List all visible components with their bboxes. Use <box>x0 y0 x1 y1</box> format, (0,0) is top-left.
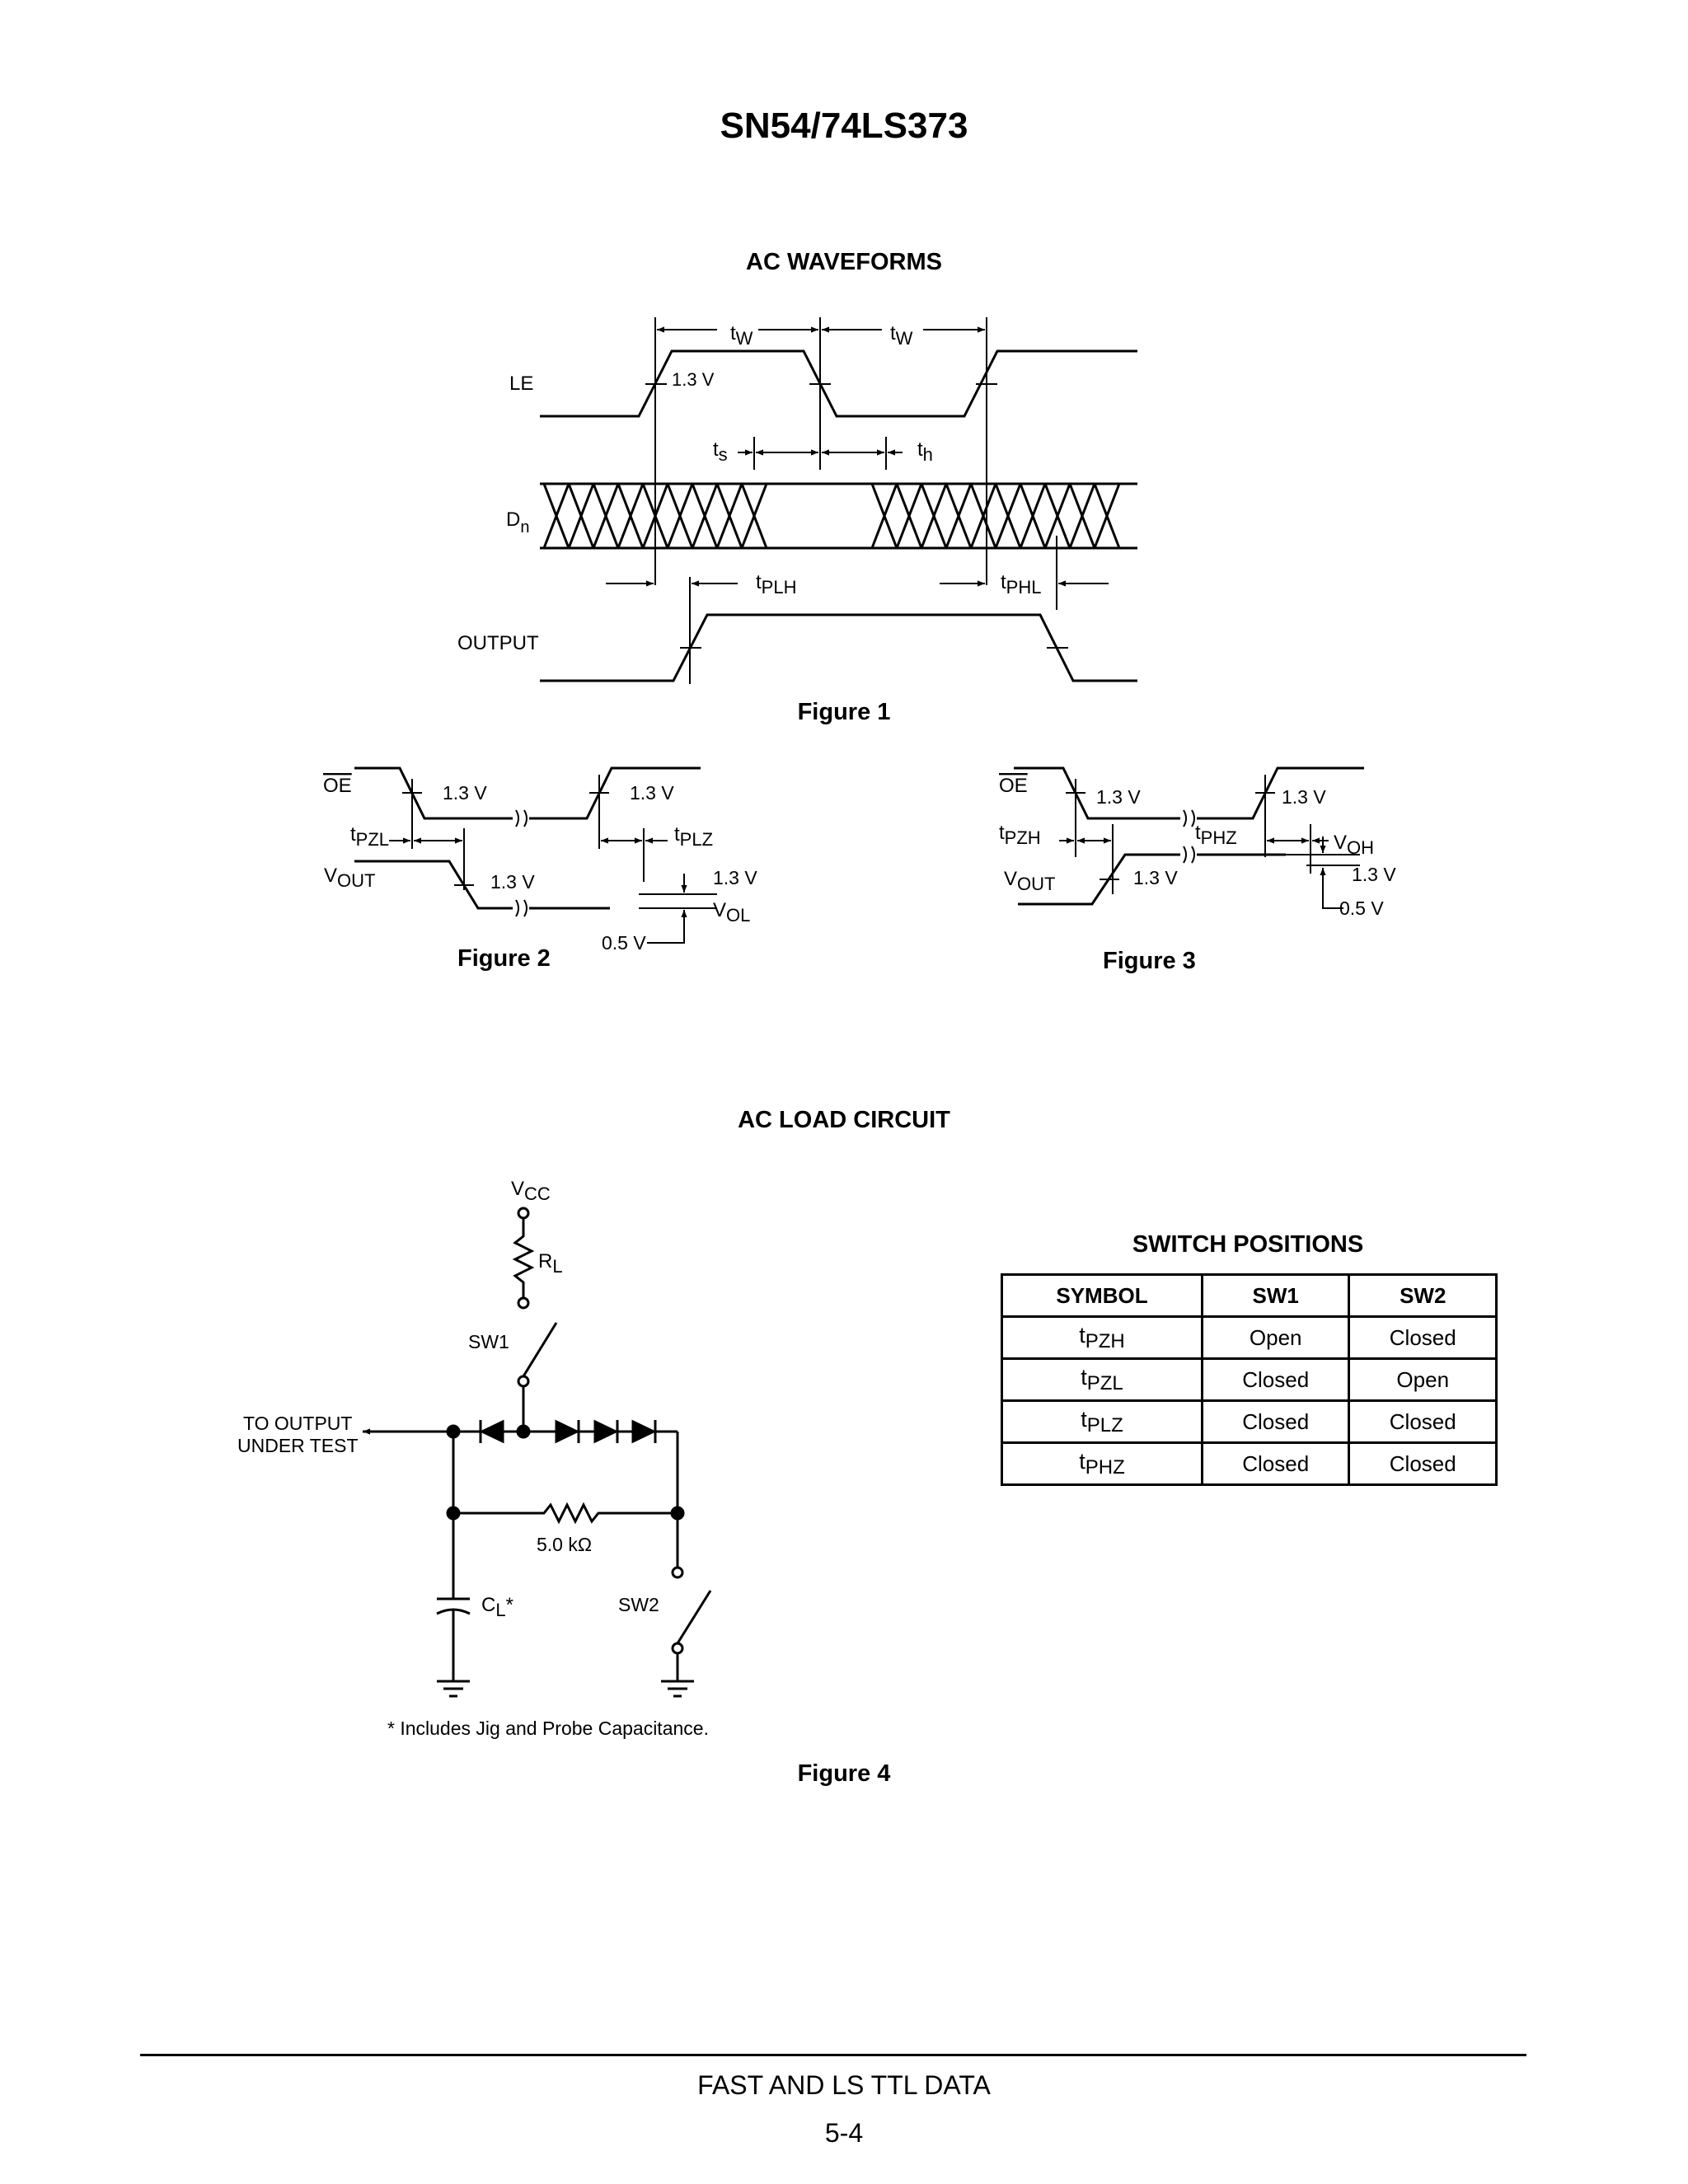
header-symbol: SYMBOL <box>1001 1273 1203 1318</box>
figure-1-caption: Figure 1 <box>797 699 891 725</box>
table-row: tPZH Open Closed <box>1001 1315 1498 1360</box>
load-circuit-labels: VCC RL SW1 TO OUTPUT UNDER TEST 5.0 kΩ C… <box>237 1178 709 1739</box>
sw1-cell: Closed <box>1200 1399 1351 1444</box>
table-row: tPHZ Closed Closed <box>1001 1441 1498 1486</box>
figure-4-caption: Figure 4 <box>797 1760 891 1787</box>
diode-2 <box>555 1419 580 1444</box>
switch-positions-table: SYMBOL SW1 SW2 tPZH Open Closed tPZL Clo… <box>1001 1273 1498 1486</box>
fig3-vout-label: VOUT <box>1004 868 1055 894</box>
sw1-cell: Closed <box>1200 1441 1351 1486</box>
sw2-cell: Closed <box>1348 1315 1498 1360</box>
figure-3-caption: Figure 3 <box>1103 948 1196 974</box>
fig2-threshold-right: 1.3 V <box>713 867 757 888</box>
fig2-threshold-oe-rise: 1.3 V <box>630 782 674 804</box>
switch-positions-title: SWITCH POSITIONS <box>1132 1231 1364 1258</box>
tplh-label: tPLH <box>756 571 796 598</box>
fig2-vout-waveform <box>354 860 513 910</box>
rl-resistor <box>512 1218 535 1298</box>
ac-waveforms-heading: AC WAVEFORMS <box>746 249 942 275</box>
load-circuit-diagram <box>363 1207 712 1698</box>
symbol-cell: tPZL <box>1001 1357 1203 1402</box>
diode-4 <box>631 1419 657 1444</box>
figure-1-labels: LE Dn OUTPUT 1.3 V tW tW ts th tPLH tPHL <box>457 322 1041 654</box>
le-label: LE <box>509 373 533 395</box>
fig2-vout-label: VOUT <box>324 865 375 891</box>
ts-label: ts <box>713 438 728 465</box>
th-label: th <box>917 438 933 465</box>
fig3-tpzh-label: tPZH <box>999 822 1041 848</box>
page-title: SN54/74LS373 <box>720 105 968 146</box>
figure-2-labels: OE 1.3 V 1.3 V tPZL tPLZ VOUT 1.3 V 1.3 … <box>323 775 757 954</box>
cl-label: CL* <box>481 1594 513 1620</box>
sw1-cell: Closed <box>1200 1357 1351 1402</box>
fig3-offset-label: 0.5 V <box>1339 898 1384 919</box>
fig3-tphz-label: tPHZ <box>1195 822 1237 848</box>
tw-label-2: tW <box>890 322 913 349</box>
vcc-label: VCC <box>511 1178 551 1204</box>
sw2-cell: Closed <box>1348 1399 1498 1444</box>
diode-1 <box>479 1419 504 1444</box>
page-number: 5-4 <box>824 2118 864 2148</box>
fig3-threshold-oe-rise: 1.3 V <box>1282 786 1326 808</box>
le-threshold-label: 1.3 V <box>672 369 715 390</box>
figure-3-diagram <box>1014 766 1364 909</box>
fig2-tplz-label: tPLZ <box>674 823 713 850</box>
dn-label: Dn <box>506 509 529 537</box>
fig2-tpzl-label: tPZL <box>350 823 389 850</box>
footer-rule <box>140 2054 1526 2056</box>
figure-2-diagram <box>354 766 717 944</box>
fig3-threshold-right: 1.3 V <box>1352 864 1396 885</box>
fig2-oe-waveform <box>354 766 513 820</box>
table-row: tPLZ Closed Closed <box>1001 1399 1498 1444</box>
fig3-threshold-oe-fall: 1.3 V <box>1096 786 1141 808</box>
tw-label-1: tW <box>730 322 753 349</box>
figure-3-labels: OE 1.3 V 1.3 V tPZH tPHZ VOH VOUT 1.3 V … <box>999 775 1396 919</box>
symbol-cell: tPLZ <box>1001 1399 1203 1444</box>
output-waveform <box>540 613 1137 682</box>
rl-label: RL <box>538 1250 563 1277</box>
symbol-cell: tPHZ <box>1001 1441 1203 1486</box>
fig3-oe-label: OE <box>999 775 1028 797</box>
table-header-row: SYMBOL SW1 SW2 <box>1001 1273 1498 1318</box>
figure-1-diagram <box>540 317 1137 684</box>
fig2-offset-label: 0.5 V <box>602 932 646 954</box>
header-sw2: SW2 <box>1348 1273 1498 1318</box>
output-label: OUTPUT <box>457 632 539 654</box>
fig2-vol-label: VOL <box>713 899 750 926</box>
5k-label: 5.0 kΩ <box>537 1534 592 1555</box>
symbol-cell: tPZH <box>1001 1315 1203 1360</box>
tphl-label: tPHL <box>1001 571 1041 598</box>
footer-text: FAST AND LS TTL DATA <box>697 2070 991 2100</box>
capacitance-note: * Includes Jig and Probe Capacitance. <box>387 1718 709 1739</box>
fig3-threshold-vout: 1.3 V <box>1133 867 1178 888</box>
diode-3 <box>593 1419 619 1444</box>
sw1-label: SW1 <box>468 1331 509 1352</box>
le-waveform <box>540 349 1137 418</box>
figure-2-caption: Figure 2 <box>457 945 551 972</box>
sw2-cell: Open <box>1348 1357 1498 1402</box>
fig3-voh-label: VOH <box>1334 832 1374 858</box>
fig2-threshold-oe-fall: 1.3 V <box>443 782 487 804</box>
fig2-threshold-vout: 1.3 V <box>490 871 535 893</box>
output-under-test-line2: UNDER TEST <box>237 1435 359 1456</box>
ac-load-circuit-heading: AC LOAD CIRCUIT <box>738 1107 950 1133</box>
table-row: tPZL Closed Open <box>1001 1357 1498 1402</box>
sw2-label: SW2 <box>618 1594 659 1615</box>
5k-resistor <box>453 1502 678 1525</box>
fig2-oe-label: OE <box>323 775 352 797</box>
header-sw1: SW1 <box>1200 1273 1351 1318</box>
output-under-test-line1: TO OUTPUT <box>243 1413 352 1434</box>
sw2-cell: Closed <box>1348 1441 1498 1486</box>
sw1-cell: Open <box>1200 1315 1351 1360</box>
